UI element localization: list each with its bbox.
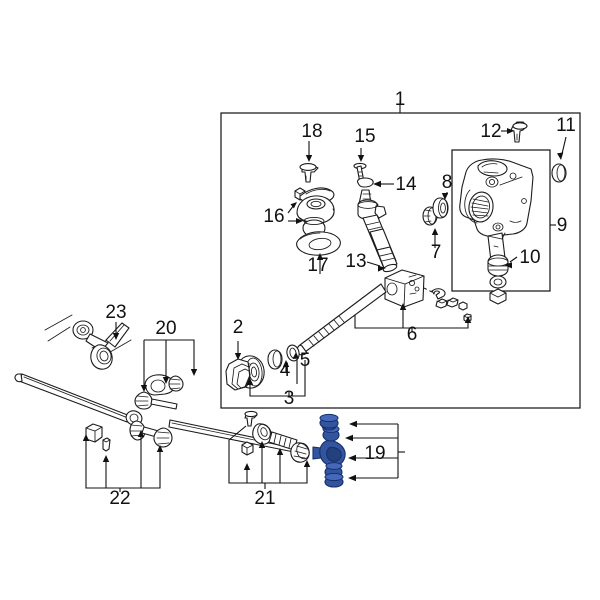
callout-23: 23 xyxy=(105,302,126,323)
arrow-17 xyxy=(316,253,324,260)
callout-21: 21 xyxy=(254,488,275,509)
leader-10 xyxy=(509,256,518,263)
callout-17: 17 xyxy=(307,255,328,276)
part-13-lower-shaft xyxy=(362,214,398,273)
callout-15: 15 xyxy=(354,126,375,147)
part-20-joint xyxy=(134,374,184,410)
part-17-plate xyxy=(296,231,341,256)
leader-20 xyxy=(140,339,198,392)
leader-11 xyxy=(561,136,567,155)
leader-19 xyxy=(345,420,405,482)
part-23-idler-arm xyxy=(44,314,132,370)
arrow-8 xyxy=(441,193,449,200)
part-22-clamp xyxy=(85,420,173,452)
callout-9: 9 xyxy=(557,215,568,236)
arrow-15 xyxy=(357,155,365,162)
part-6-coupling xyxy=(384,269,425,308)
part-6-column-shaft xyxy=(296,283,387,356)
arrow-18 xyxy=(305,155,313,162)
part-14-joint xyxy=(356,177,387,220)
leader-3 xyxy=(246,378,290,397)
part-19-tie-rod-end-highlighted xyxy=(312,413,346,488)
part-9-washer xyxy=(489,275,507,289)
callout-16: 16 xyxy=(263,206,284,227)
part-21-sleeve-assembly xyxy=(241,410,310,463)
part-16-housing xyxy=(296,195,335,225)
leader-21 xyxy=(228,425,311,489)
callout-8: 8 xyxy=(442,172,453,193)
callout-1: 1 xyxy=(395,89,406,110)
arrow-13 xyxy=(378,265,386,272)
arrow-23 xyxy=(112,333,120,340)
part-9-gear-housing xyxy=(459,158,534,237)
assembly-box-1 xyxy=(220,100,581,409)
part-6-clamp xyxy=(431,288,446,300)
arrow-11 xyxy=(557,152,564,160)
part-9-nut xyxy=(489,288,507,305)
part-8-seal xyxy=(432,197,449,219)
callout-12: 12 xyxy=(480,121,501,142)
leader-4 xyxy=(282,360,290,372)
callout-6: 6 xyxy=(407,324,418,345)
part-18-bolt xyxy=(299,163,319,183)
part-2-boot xyxy=(225,358,251,391)
callout-14: 14 xyxy=(395,174,417,195)
part-6-bolts xyxy=(435,297,472,323)
part-4-bearing xyxy=(267,349,283,370)
part-10-bushing xyxy=(487,254,509,277)
callout-22: 22 xyxy=(109,488,130,509)
leader-22 xyxy=(82,430,164,492)
arrow-7 xyxy=(431,228,439,235)
center-link-left xyxy=(14,373,131,423)
callout-18: 18 xyxy=(301,121,322,142)
part-11-ring xyxy=(551,163,567,183)
callout-20: 20 xyxy=(155,318,176,339)
callout-3: 3 xyxy=(284,388,295,409)
leader-13 xyxy=(366,261,381,267)
part-12-bolt xyxy=(510,121,528,143)
leader-16 xyxy=(287,202,303,224)
callout-11: 11 xyxy=(556,115,576,136)
callout-10: 10 xyxy=(519,247,540,268)
arrow-2 xyxy=(234,353,242,360)
arrow-12 xyxy=(507,128,514,134)
callout-7: 7 xyxy=(431,242,442,263)
callout-19: 19 xyxy=(364,443,385,464)
callout-2: 2 xyxy=(233,317,244,338)
dash-6-clamp xyxy=(423,287,433,293)
arrow-10 xyxy=(504,262,512,269)
callout-labels: 1 2 3 4 5 6 7 8 9 10 11 12 13 14 15 16 1… xyxy=(105,89,575,509)
callout-4: 4 xyxy=(280,360,291,381)
callout-5: 5 xyxy=(300,350,311,371)
arrow-14 xyxy=(373,180,381,188)
leader-5 xyxy=(289,352,306,397)
callout-13: 13 xyxy=(345,251,366,272)
